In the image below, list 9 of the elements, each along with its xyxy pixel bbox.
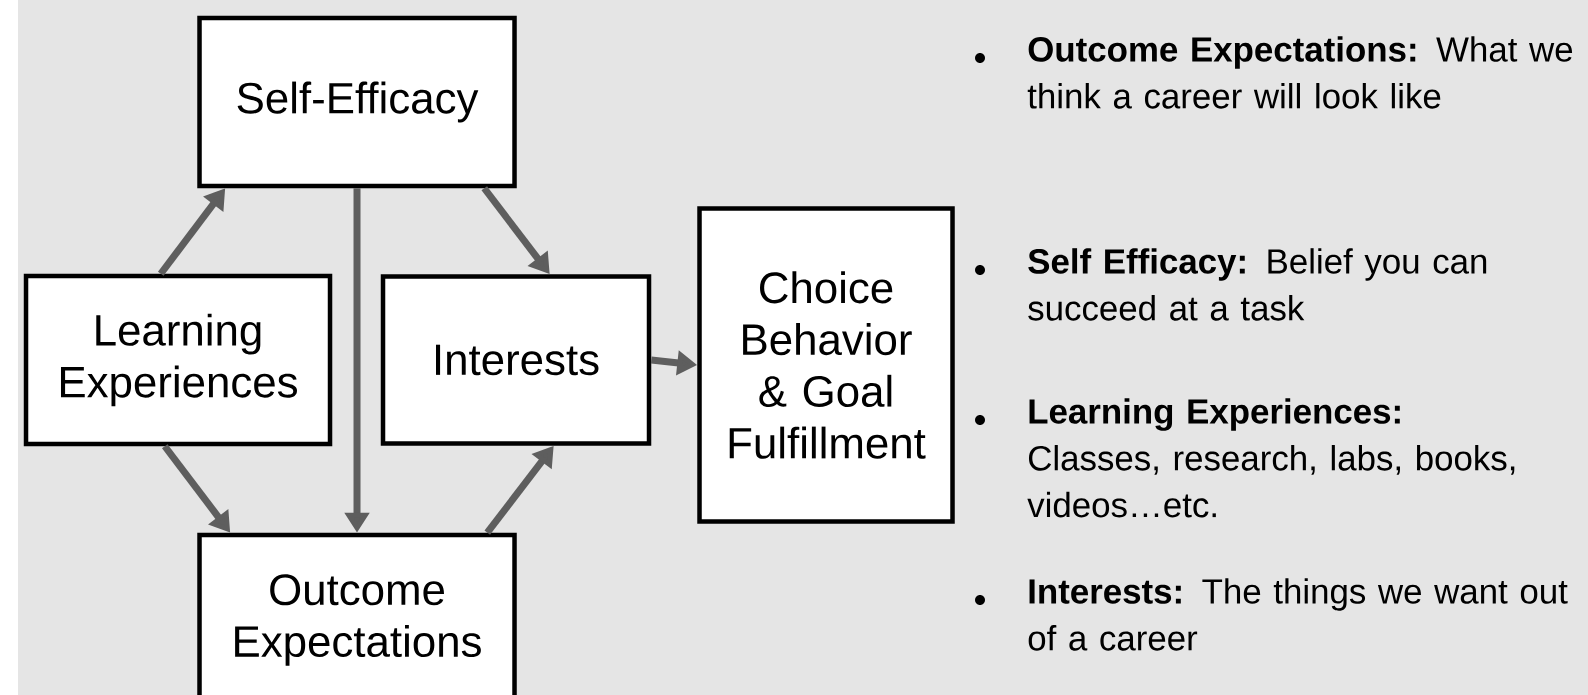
bullet-text: Interests: The things we want out of a career (1028, 578, 1568, 651)
bullet-text: Learning Experiences: Classes, research, labs, books, videos…etc. (1027, 398, 1515, 518)
process-box: Self-Efficacy (197, 15, 517, 189)
process-box: Learning Experiences (23, 273, 333, 447)
process-box: Interests (380, 274, 652, 446)
process-box: Outcome Expectations (197, 532, 517, 695)
bullet-text: Outcome Expectations: What we think a career will look like (1027, 36, 1573, 109)
bullet-text: Self Efficacy: Belief you can succeed at a task (1028, 248, 1487, 321)
process-box: Choice Behavior & Goal Fulfillment (697, 206, 955, 524)
